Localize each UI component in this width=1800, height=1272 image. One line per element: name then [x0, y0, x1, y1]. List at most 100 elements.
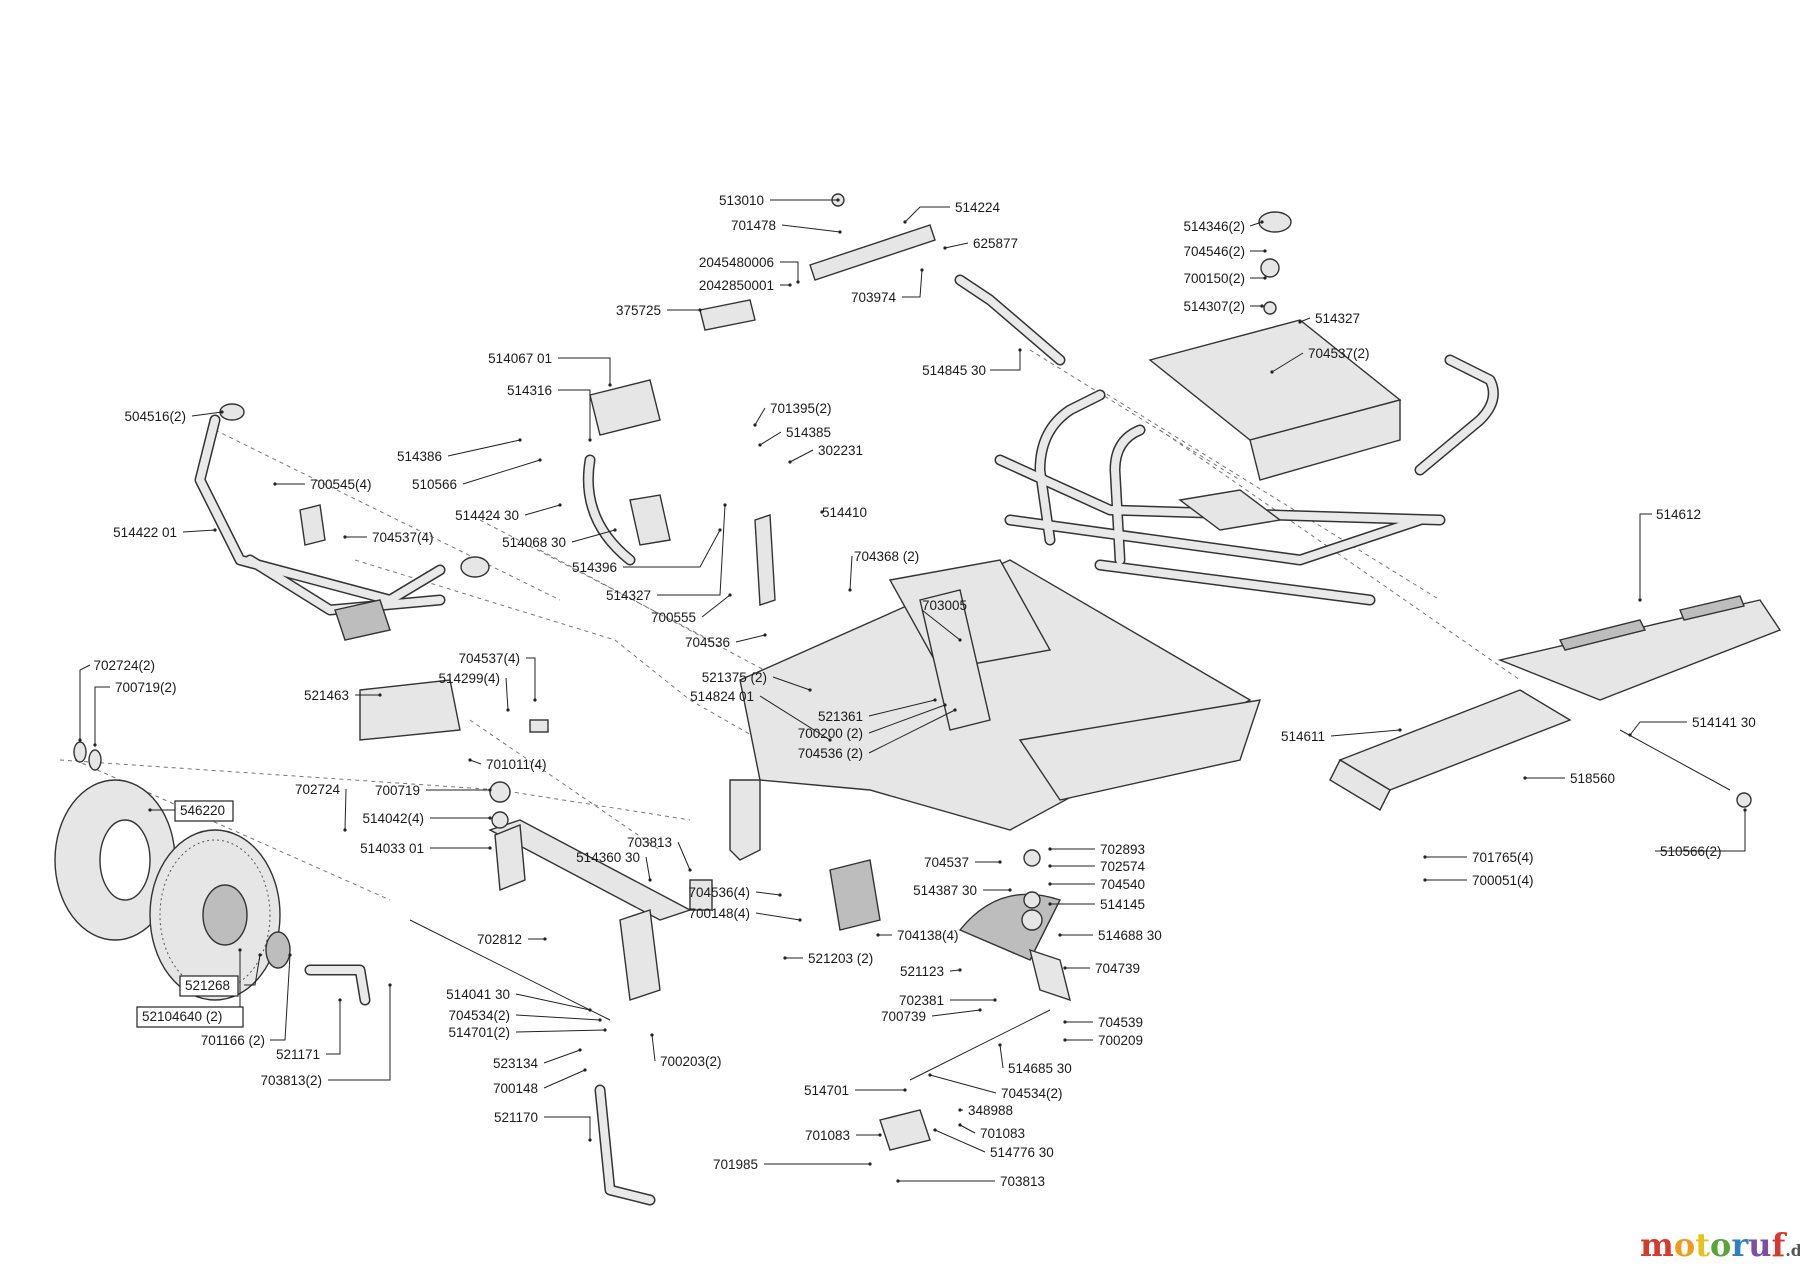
leader-dot — [650, 1033, 654, 1037]
callout-704537-4: 704537(4) — [458, 651, 537, 702]
leader-line — [1655, 810, 1746, 852]
leader-line — [1299, 317, 1311, 323]
part-number-label: 52104640 (2) — [142, 1009, 222, 1024]
leader-dot — [903, 220, 907, 224]
callout-514141-30: 514141 30 — [1628, 715, 1756, 737]
callout-546220: 546220 — [148, 800, 234, 822]
leader-line — [868, 709, 956, 754]
callout-700203-2: 700203(2) — [650, 1033, 722, 1069]
rear-rod — [1619, 729, 1731, 791]
callout-514424-30: 514424 30 — [455, 503, 562, 523]
leader-dot — [1260, 304, 1264, 308]
rear-plate — [1497, 595, 1782, 701]
leader-dot — [783, 956, 787, 960]
callout-701985: 701985 — [713, 1157, 872, 1172]
leader-dot — [1048, 864, 1052, 868]
callout-700739: 700739 — [881, 1008, 982, 1024]
leader-dot — [763, 633, 767, 637]
callout-703813: 703813 — [896, 1174, 1045, 1189]
callout-704539: 704539 — [1063, 1015, 1143, 1030]
leader-dot — [1628, 733, 1632, 737]
leader-dot — [1398, 728, 1402, 732]
callout-514042-4: 514042(4) — [362, 811, 492, 826]
watermark-letter: m — [1640, 1226, 1674, 1264]
leader-dot — [518, 438, 522, 442]
part-number-label: 546220 — [180, 803, 225, 818]
leader-dot — [1063, 966, 1067, 970]
part-number-label: 521123 — [900, 964, 944, 979]
label-box — [174, 800, 234, 822]
leader-dot — [753, 423, 757, 427]
callout-704739: 704739 — [1063, 961, 1140, 976]
leader-dot — [588, 438, 592, 442]
part-number-label: 510566(2) — [1660, 844, 1722, 859]
part-number-label: 704536 (2) — [798, 746, 863, 761]
leader-dot — [788, 460, 792, 464]
leader-dot — [583, 1068, 587, 1072]
callout-514360-30: 514360 30 — [576, 850, 652, 882]
leader-line — [789, 449, 814, 463]
part-number-label: 704540 — [1100, 877, 1145, 892]
part-number-label: 514386 — [397, 449, 442, 464]
part-number-label: 700150(2) — [1183, 271, 1245, 286]
leader-dot — [1048, 882, 1052, 886]
callout-704368-2: 704368 (2) — [848, 549, 919, 592]
part-number-label: 700555 — [651, 610, 696, 625]
leader-line — [515, 1014, 601, 1021]
part-number-label: 704536(4) — [688, 885, 750, 900]
watermark-logo: motoruf.de — [1640, 1226, 1800, 1264]
front-axle — [488, 819, 692, 1001]
leader-line — [623, 529, 721, 568]
leader-dot — [758, 443, 762, 447]
callout-514145: 514145 — [1048, 897, 1145, 912]
leader-dot — [258, 953, 262, 957]
leader-dot — [868, 1162, 872, 1166]
leader-line — [558, 389, 591, 440]
callout-703813: 703813 — [627, 835, 692, 872]
callout-700200-2: 700200 (2) — [798, 703, 947, 741]
leader-line — [244, 954, 261, 986]
part-number-label: 514068 30 — [502, 535, 566, 550]
part-number-label: 704537 — [924, 855, 969, 870]
part-number-label: 521361 — [818, 709, 863, 724]
leader-dot — [1270, 370, 1274, 374]
leader-dot — [978, 1008, 982, 1012]
part-number-label: 700209 — [1098, 1033, 1143, 1048]
callout-514346-2: 514346(2) — [1183, 219, 1264, 234]
part-number-label: 521171 — [276, 1047, 320, 1062]
callout-514701: 514701 — [804, 1083, 907, 1098]
part-number-label: 701985 — [713, 1157, 758, 1172]
part-number-label: 514042(4) — [362, 811, 424, 826]
leader-dot — [943, 246, 947, 250]
tie-rod — [409, 919, 611, 1021]
watermark-letter: f — [1771, 1226, 1787, 1264]
callout-704536: 704536 — [685, 633, 767, 650]
part-number-label: 348988 — [968, 1103, 1013, 1118]
callout-375725: 375725 — [616, 303, 702, 318]
callout-701478: 701478 — [731, 218, 842, 234]
leader-dot — [1008, 888, 1012, 892]
leader-dot — [578, 1048, 582, 1052]
front-bumper — [194, 414, 446, 641]
watermark-letter: o — [1674, 1226, 1695, 1264]
callout-514396: 514396 — [572, 528, 722, 575]
callout-704546-2: 704546(2) — [1183, 244, 1267, 259]
callout-702812: 702812 — [477, 932, 547, 947]
callout-703974: 703974 — [851, 268, 924, 305]
part-number-label: 514410 — [822, 505, 867, 520]
leader-dot — [488, 816, 492, 820]
callout-514685-30: 514685 30 — [998, 1043, 1072, 1076]
callout-513010: 513010 — [719, 193, 840, 208]
leader-line — [651, 1034, 656, 1062]
leader-line — [949, 969, 961, 972]
part-number-label: 521463 — [304, 688, 349, 703]
part-number-label: 302231 — [818, 443, 863, 458]
leader-line — [469, 759, 482, 765]
callout-514041-30: 514041 30 — [446, 987, 592, 1012]
part-number-label: 514612 — [1656, 507, 1701, 522]
leader-dot — [953, 708, 957, 712]
leader-dot — [820, 510, 824, 514]
part-number-label: 514041 30 — [446, 987, 510, 1002]
part-number-label: 701478 — [731, 218, 776, 233]
